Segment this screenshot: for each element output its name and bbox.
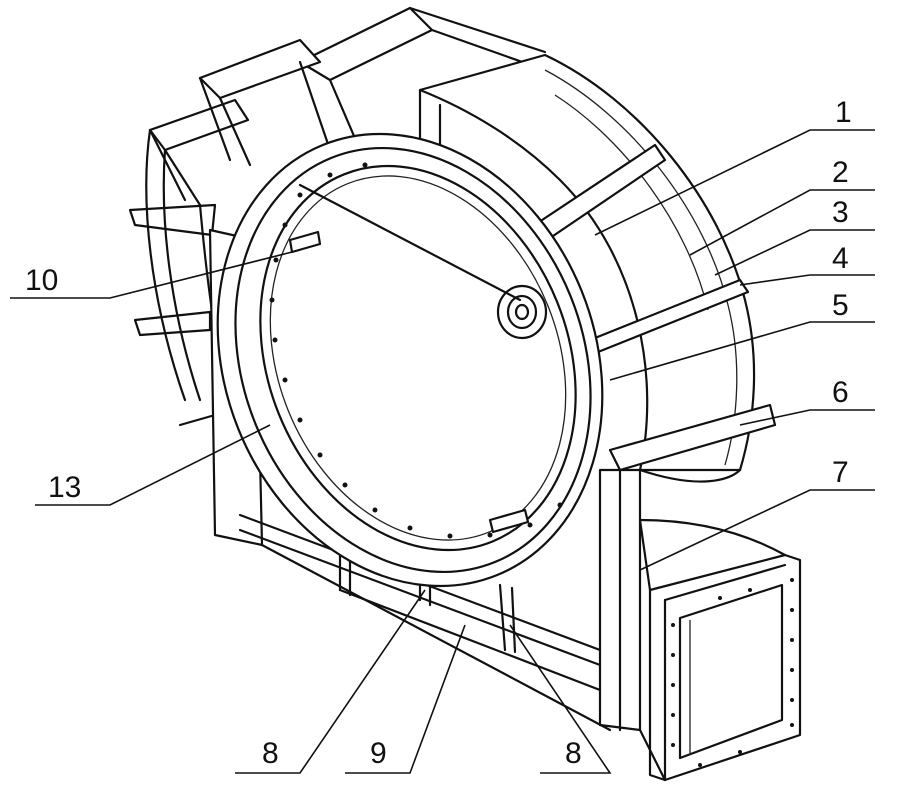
label-part-13: 13 — [48, 471, 81, 504]
rear-ribs — [145, 128, 217, 402]
label-part-7: 7 — [832, 456, 849, 489]
label-part-9: 9 — [370, 737, 387, 770]
part-labels: 1 2 3 4 5 6 7 8 9 8 10 13 — [25, 96, 852, 770]
label-part-8-right: 8 — [565, 737, 582, 770]
outlet-duct — [638, 518, 802, 782]
label-part-10: 10 — [25, 264, 58, 297]
label-part-1: 1 — [835, 96, 852, 129]
label-part-4: 4 — [832, 242, 849, 275]
leader-lines — [10, 129, 875, 774]
outlet-bolts — [671, 578, 794, 767]
stiffener-bars — [288, 230, 530, 534]
label-part-3: 3 — [832, 196, 849, 229]
inlet-ring — [216, 132, 604, 588]
shaft-hub — [298, 183, 548, 340]
label-part-2: 2 — [832, 156, 849, 189]
ring-bolts — [269, 162, 563, 539]
label-part-8-left: 8 — [262, 737, 279, 770]
label-part-6: 6 — [832, 376, 849, 409]
label-part-5: 5 — [832, 289, 849, 322]
